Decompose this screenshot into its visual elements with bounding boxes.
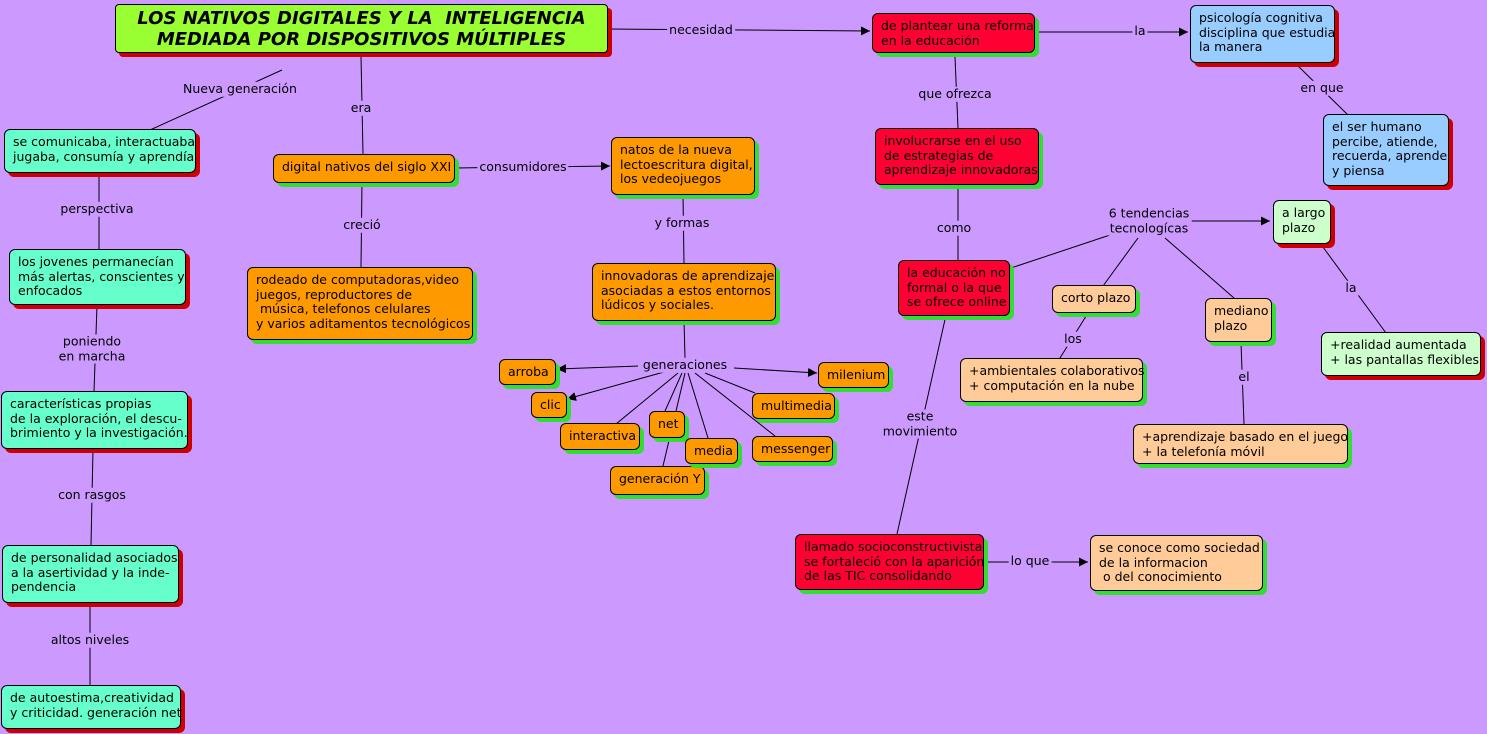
link-lo-que: lo que <box>1008 552 1052 569</box>
link-con-rasgos: con rasgos <box>56 486 128 503</box>
node-media: media <box>685 438 738 464</box>
node-personalidad: de personalidad asociados a la asertivid… <box>2 545 179 603</box>
node-corto-plazo: corto plazo <box>1052 285 1136 313</box>
node-innovadoras: innovadoras de aprendizaje asociadas a e… <box>592 263 776 321</box>
link-este-movimiento: este movimiento <box>880 408 960 439</box>
node-comunicaba: se comunicaba, interactuaba jugaba, cons… <box>4 129 196 173</box>
link-la-2: la <box>1343 279 1359 296</box>
link-perspectiva: perspectiva <box>58 200 136 217</box>
node-net: net <box>649 411 685 438</box>
node-interactiva: interactiva <box>560 423 640 450</box>
node-realidad: +realidad aumentada + las pantallas flex… <box>1321 332 1481 376</box>
node-caracteristicas: características propias de la exploració… <box>1 391 188 449</box>
node-sociedad: se conoce como sociedad de la informacio… <box>1090 535 1263 591</box>
node-arroba: arroba <box>499 359 556 385</box>
node-ambientales: +ambientales colaborativos + computación… <box>960 358 1145 402</box>
link-generaciones: generaciones <box>640 356 730 373</box>
node-socioconstructivista: llamado socioconstructivista se fortalec… <box>795 534 984 590</box>
node-messenger: messenger <box>752 436 833 462</box>
link-altos-niveles: altos niveles <box>48 631 132 648</box>
node-clic: clic <box>531 392 567 418</box>
node-psicologia: psicología cognitiva disciplina que estu… <box>1190 5 1335 63</box>
link-tendencias: 6 tendencias tecnologícas <box>1106 205 1192 236</box>
node-involucrarse: involucrarse en el uso de estrategias de… <box>875 128 1039 185</box>
node-multimedia: multimedia <box>752 393 835 419</box>
node-mediano-plazo: mediano plazo <box>1205 298 1272 342</box>
link-crecio: creció <box>341 216 383 233</box>
node-rodeado: rodeado de computadoras,video juegos, re… <box>247 267 473 340</box>
node-reforma: de plantear una reforma en la educación <box>872 13 1035 53</box>
node-generacion-y: generación Y <box>610 466 705 495</box>
node-aprendizaje-juego: +aprendizaje basado en el juego + la tel… <box>1133 424 1348 464</box>
link-en-que: en que <box>1298 79 1346 96</box>
node-jovenes: los jovenes permanecían más alertas, con… <box>9 249 186 305</box>
node-ser-humano: el ser humano percibe, atiende, recuerda… <box>1323 114 1449 186</box>
link-la-1: la <box>1132 22 1148 39</box>
link-que-ofrezca: que ofrezca <box>916 85 994 102</box>
link-poniendo: poniendo en marcha <box>56 333 128 364</box>
link-y-formas: y formas <box>652 214 712 231</box>
node-natos: natos de la nueva lectoescritura digital… <box>611 137 755 195</box>
main-title: LOS NATIVOS DIGITALES Y LA INTELIGENCIA … <box>115 4 608 53</box>
link-los: los <box>1062 330 1084 347</box>
node-autoestima: de autoestima,creatividad y criticidad. … <box>1 685 182 729</box>
node-educacion-no-formal: la educación no formal o la que se ofrec… <box>898 260 1010 316</box>
link-necesidad: necesidad <box>667 21 735 38</box>
link-el: el <box>1236 368 1252 385</box>
link-como: como <box>934 219 974 236</box>
node-largo-plazo: a largo plazo <box>1273 200 1331 244</box>
link-consumidores: consumidores <box>477 158 569 175</box>
node-milenium: milenium <box>818 362 889 388</box>
link-nueva-generacion: Nueva generación <box>181 80 299 97</box>
node-digital-nativos: digital nativos del siglo XXI <box>273 154 455 183</box>
link-era: era <box>348 99 374 116</box>
